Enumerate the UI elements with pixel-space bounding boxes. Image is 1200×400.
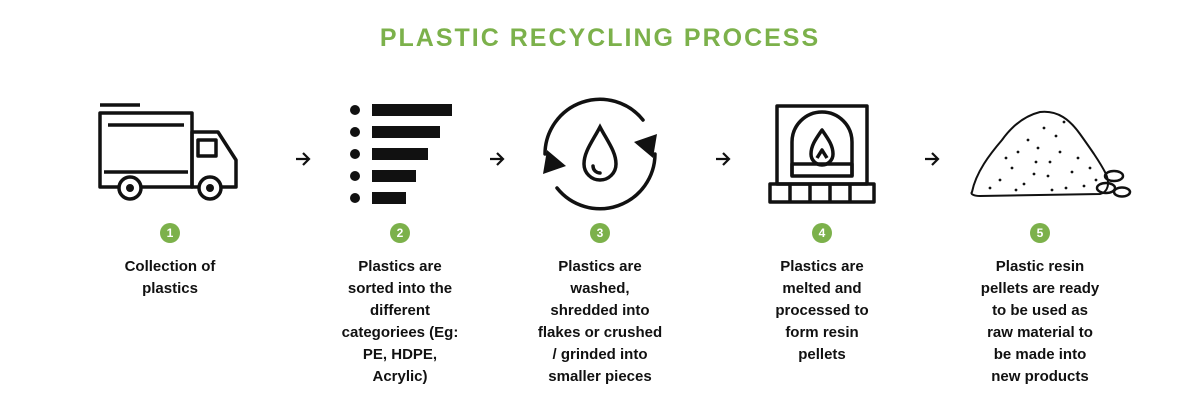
arrow-right-icon (296, 152, 311, 166)
arrow-right-icon (925, 152, 940, 166)
step-description: Plastic resin pellets are ready to be us… (980, 258, 1100, 385)
step-number-badge: 5 (1030, 223, 1050, 243)
step-5: 5 Plastic resin pellets are ready to be … (940, 0, 1140, 400)
step-number-badge: 2 (390, 223, 410, 243)
truck-icon (98, 103, 238, 201)
step-description: Plastics are sorted into the different c… (341, 258, 459, 385)
arrow-right-icon (490, 152, 505, 166)
step-description: Collection of plastics (124, 258, 216, 297)
step-3: 3 Plastics are washed, shredded into fla… (500, 0, 700, 400)
step-2: 2 Plastics are sorted into the different… (300, 0, 500, 400)
step-description: Plastics are melted and processed to for… (775, 258, 869, 363)
wash-cycle-icon (543, 97, 657, 211)
step-description: Plastics are washed, shredded into flake… (537, 258, 663, 385)
diagram-title: PLASTIC RECYCLING PROCESS (379, 24, 821, 52)
step-1: 1 Collection of plastics (70, 0, 270, 400)
sorting-list-icon (350, 104, 452, 204)
arrow-right-icon (716, 152, 731, 166)
step-4: 4 Plastics are melted and processed to f… (722, 0, 922, 400)
step-number-badge: 1 (160, 223, 180, 243)
furnace-icon (768, 104, 876, 204)
step-number-badge: 4 (812, 223, 832, 243)
resin-pellets-icon (970, 110, 1132, 198)
step-number-badge: 3 (590, 223, 610, 243)
